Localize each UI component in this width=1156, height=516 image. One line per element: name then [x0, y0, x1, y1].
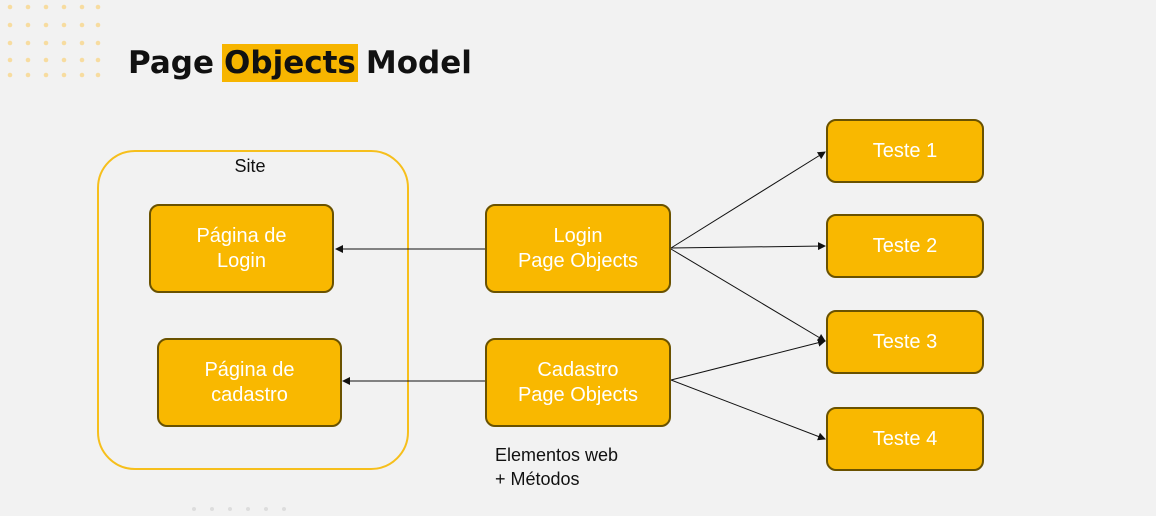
- arrow-cadastro-to-teste-3: [670, 338, 826, 381]
- arrow-cadastro-to-teste-4: [670, 379, 826, 441]
- arrow-login-to-teste-2: [670, 242, 826, 251]
- test-4-box: Teste 4: [826, 407, 984, 471]
- test-1-box: Teste 1: [826, 119, 984, 183]
- title-suffix: Model: [365, 45, 472, 81]
- decorative-dot-grid: [7, 4, 101, 78]
- arrow-login-to-teste-3: [670, 248, 826, 342]
- site-label: Site: [234, 156, 266, 176]
- test-2-box: Teste 2: [826, 214, 984, 278]
- title-prefix: Page: [128, 45, 215, 81]
- arrow-login-to-teste-1: [670, 151, 826, 249]
- site-container: [97, 150, 409, 470]
- description-line-1: Elementos web: [495, 445, 619, 465]
- description-line-2: + Métodos: [495, 469, 580, 489]
- login-page-objects-box: Login Page Objects: [485, 204, 671, 293]
- page-login-box: Página de Login: [149, 204, 334, 293]
- test-3-box: Teste 3: [826, 310, 984, 374]
- page-title: Page Objects Model: [128, 42, 472, 84]
- page-cadastro-box: Página de cadastro: [157, 338, 342, 427]
- page-objects-description: Elementos web + Métodos: [495, 443, 685, 491]
- title-highlight: Objects: [222, 44, 358, 82]
- bottom-decorative-dots: [192, 507, 286, 511]
- cadastro-page-objects-box: Cadastro Page Objects: [485, 338, 671, 427]
